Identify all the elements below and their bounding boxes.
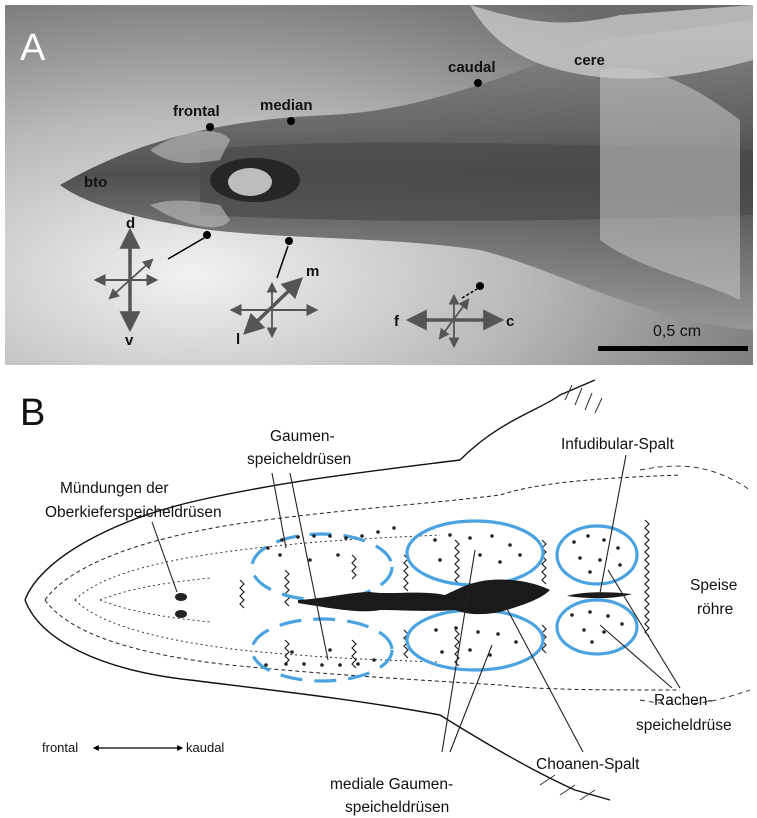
label-speise-line1: Speise <box>690 577 737 594</box>
label-muendungen-line2: Oberkieferspeicheldrüsen <box>45 504 222 521</box>
orient-d-label: d <box>126 215 135 232</box>
point-frontal <box>206 123 214 131</box>
tissue-hatch <box>565 385 602 413</box>
label-rachen-line1: Rachen- <box>654 692 713 709</box>
gland-ellipse-medial-bottom <box>407 610 543 670</box>
opening-upper <box>175 593 187 601</box>
gland-ellipse-rachen-bottom <box>557 600 637 654</box>
label-speise-line2: röhre <box>697 601 733 618</box>
opening-lower <box>175 610 187 618</box>
orient-m-label: m <box>306 263 319 280</box>
choanal-slit <box>298 579 550 614</box>
label-gaumen-line2: speicheldrüsen <box>247 451 351 468</box>
point-caudal <box>474 79 482 87</box>
label-frontal-dir: frontal <box>42 740 78 755</box>
orient-l-label: l <box>236 331 240 348</box>
label-gaumen-line1: Gaumen- <box>270 428 335 445</box>
esophagus-line-top <box>640 466 750 490</box>
label-rachen-line2: speicheldrüse <box>636 717 732 734</box>
scale-bar-label: 0,5 cm <box>653 323 701 340</box>
bill-bright-spot <box>228 168 272 196</box>
point-median <box>287 117 295 125</box>
label-cere: cere <box>574 52 605 69</box>
point-lower-caudal <box>476 282 484 290</box>
label-infudibular: Infudibular-Spalt <box>561 436 675 453</box>
point-lower-median <box>285 237 293 245</box>
label-bto: bto <box>84 174 107 191</box>
panel-a: A frontal median caudal cere bto d v <box>5 5 753 365</box>
orient-c-label: c <box>506 313 514 330</box>
orient-v-label: v <box>125 332 134 349</box>
label-kaudal-dir: kaudal <box>186 740 224 755</box>
scale-bar <box>598 346 748 351</box>
gland-ellipse-rachen-top <box>557 526 637 584</box>
label-mediale-line1: mediale Gaumen- <box>330 776 453 793</box>
panel-b: B <box>20 380 750 816</box>
label-mediale-line2: speicheldrüsen <box>345 799 449 816</box>
tissue-hatch-bottom <box>540 775 595 800</box>
panel-b-letter: B <box>20 392 45 434</box>
label-frontal: frontal <box>173 103 220 120</box>
panel-a-letter: A <box>20 27 46 69</box>
label-median: median <box>260 97 313 114</box>
inner-outline-tip <box>100 578 210 622</box>
direction-indicator: frontal kaudal <box>42 740 224 755</box>
label-muendungen-line1: Mündungen der <box>60 480 169 497</box>
label-caudal: caudal <box>448 59 496 76</box>
gland-ellipse-dashed-top <box>252 534 392 600</box>
point-lower-frontal <box>203 231 211 239</box>
label-choanen: Choanen-Spalt <box>536 756 640 773</box>
